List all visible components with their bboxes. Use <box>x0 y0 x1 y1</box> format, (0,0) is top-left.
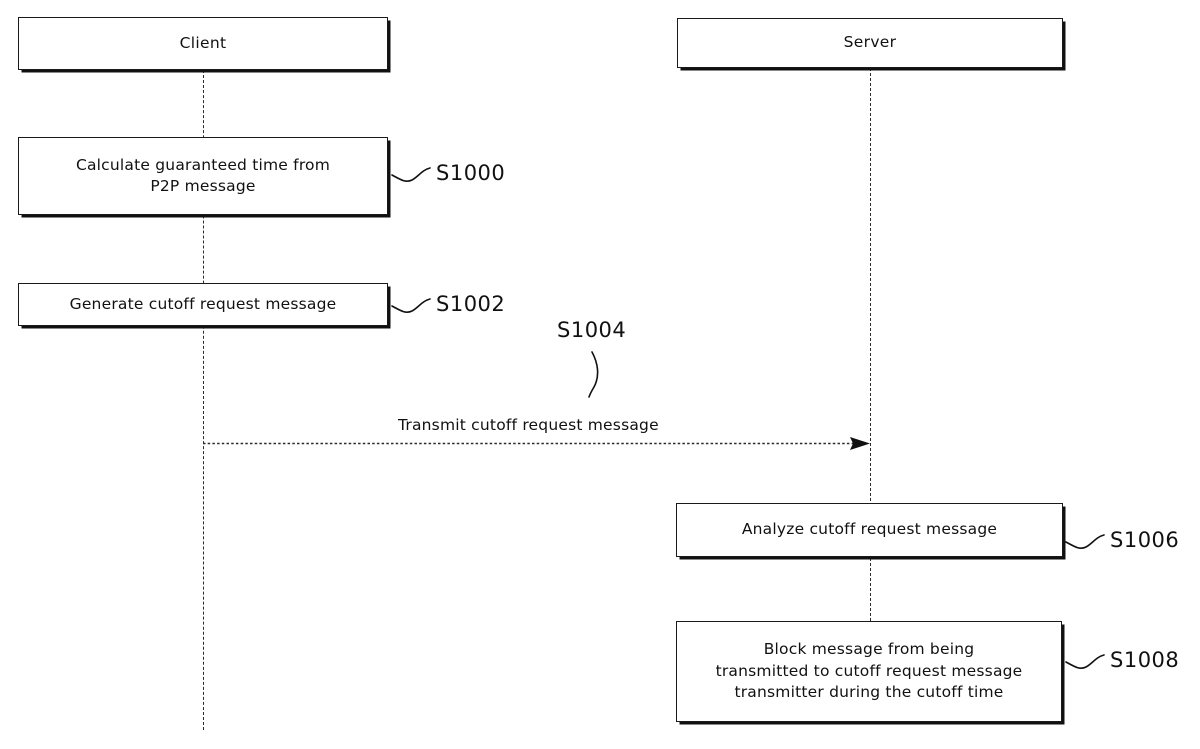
leader-line-s1006 <box>1065 534 1105 549</box>
step-box-s1008: Block message from being transmitted to … <box>676 621 1062 722</box>
leader-line-s1004 <box>588 351 599 398</box>
lifeline-client <box>203 70 204 730</box>
lifeline-server <box>870 68 871 621</box>
actor-label-server: Server <box>843 33 897 52</box>
actor-box-server: Server <box>677 18 1063 68</box>
step-ref-s1002-text: S1002 <box>436 292 506 316</box>
step-label-s1006: Analyze cutoff request message <box>741 520 998 539</box>
step-ref-s1004-text: S1004 <box>557 318 627 342</box>
actor-label-client: Client <box>179 33 227 52</box>
leader-line-s1008 <box>1065 654 1105 669</box>
step-box-s1000: Calculate guaranteed time from P2P messa… <box>18 137 388 215</box>
step-box-s1006: Analyze cutoff request message <box>676 503 1063 557</box>
step-ref-s1000: S1000 <box>436 161 505 185</box>
step-label-s1000: Calculate guaranteed time from P2P messa… <box>75 155 331 195</box>
step-ref-s1008: S1008 <box>1110 648 1179 672</box>
step-box-s1002: Generate cutoff request message <box>18 283 388 326</box>
actor-box-client: Client <box>18 17 388 70</box>
message-label-s1004-text: Transmit cutoff request message <box>398 416 659 434</box>
step-label-s1002: Generate cutoff request message <box>69 294 337 313</box>
step-ref-s1008-text: S1008 <box>1110 648 1180 672</box>
step-ref-s1004: S1004 <box>557 318 626 342</box>
message-label-s1004: Transmit cutoff request message <box>398 416 659 434</box>
step-ref-s1002: S1002 <box>436 292 505 316</box>
leader-line-s1000 <box>391 167 431 182</box>
leader-line-s1002 <box>391 298 431 313</box>
step-label-s1008: Block message from being transmitted to … <box>715 640 1023 702</box>
step-ref-s1006-text: S1006 <box>1110 528 1180 552</box>
step-ref-s1000-text: S1000 <box>436 161 506 185</box>
message-arrow-head-s1004 <box>850 437 870 450</box>
step-ref-s1006: S1006 <box>1110 528 1179 552</box>
